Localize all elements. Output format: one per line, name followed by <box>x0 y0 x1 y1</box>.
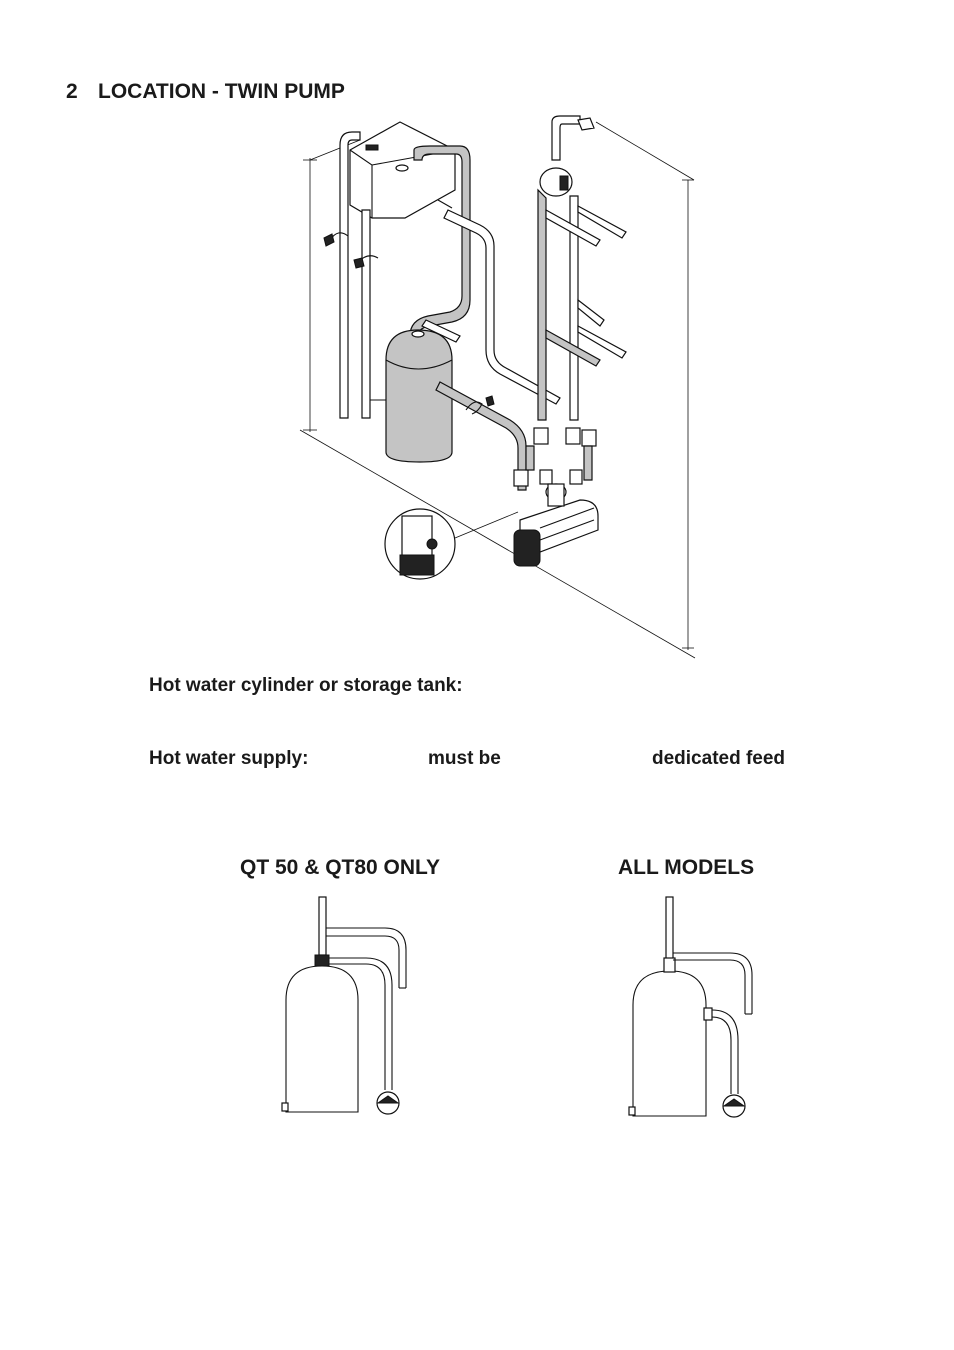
cylinder-diagram-left <box>281 896 407 1115</box>
caption-right: ALL MODELS <box>618 856 755 879</box>
cylinder-label: Hot water cylinder or storage tank: <box>149 675 463 696</box>
section-number: 2 <box>66 80 78 103</box>
must-be-text: must be <box>428 748 501 769</box>
installation-diagram <box>299 115 696 659</box>
section-title: LOCATION - TWIN PUMP <box>98 80 345 103</box>
cylinder-diagram-right <box>628 896 753 1118</box>
dedicated-feed-text: dedicated feed <box>652 748 786 769</box>
twin-pump <box>513 483 599 567</box>
supply-label: Hot water supply: <box>149 748 309 769</box>
caption-left: QT 50 & QT80 ONLY <box>240 856 440 879</box>
hot-water-cylinder <box>385 329 453 463</box>
section-heading: 2 LOCATION - TWIN PUMP <box>66 80 345 104</box>
